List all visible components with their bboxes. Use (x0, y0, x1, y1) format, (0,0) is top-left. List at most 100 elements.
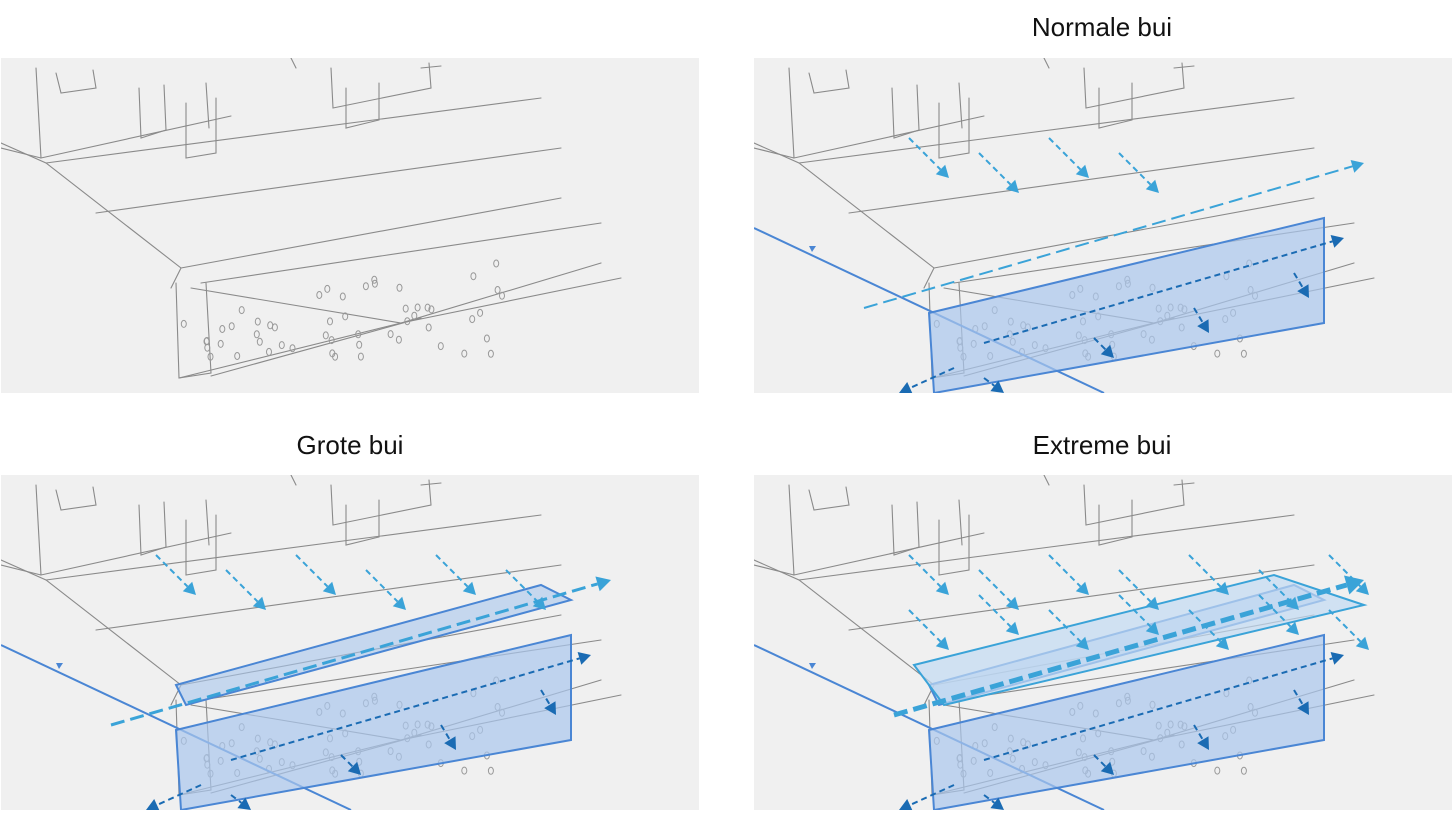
runoff-arrow-4 (365, 569, 399, 603)
panel-drawing (754, 475, 1375, 810)
runoff-arrow-12 (1188, 609, 1222, 643)
runoff-arrow-7-head (1355, 581, 1369, 595)
runoff-arrow-14-head (1355, 636, 1369, 650)
runoff-arrow-4 (1118, 569, 1152, 603)
runoff-arrow-8 (908, 609, 942, 643)
flow-arrow-gutter (983, 240, 1333, 344)
water-level-marker (56, 663, 63, 669)
infiltration-arrow-3-head (444, 736, 456, 750)
street-water-layer (174, 583, 574, 707)
surface-flow-arrow-head (1350, 160, 1364, 173)
runoff-arrow-13-head (1285, 621, 1299, 635)
runoff-arrow-2 (978, 152, 1012, 186)
title-extreme-rain: Extreme bui (1032, 430, 1172, 460)
runoff-arrow-6-head (532, 596, 546, 610)
infiltration-arrow-3 (440, 724, 451, 741)
infiltration-arrow-3 (1193, 724, 1204, 741)
flow-arrow-gutter (230, 657, 580, 761)
infiltration-arrow-4-head (1297, 701, 1309, 715)
flow-arrow-gutter-head (577, 652, 591, 665)
infiltration-arrow-4 (1293, 272, 1304, 289)
infiltration-arrow-1 (230, 794, 242, 804)
infiltration-arrow-2-head (347, 761, 361, 775)
infiltration-arrow-2-head (1100, 761, 1114, 775)
infiltration-arrow-4-head (1297, 284, 1309, 298)
runoff-arrow-13 (1258, 594, 1292, 628)
flow-arrow-outlet-head (146, 799, 160, 810)
infiltration-arrow-1 (983, 794, 995, 804)
flow-arrow-outlet (909, 367, 955, 389)
flow-arrow-outlet-head (899, 382, 913, 393)
panel-extreme-rain (754, 475, 1452, 810)
runoff-arrow-3-head (1075, 581, 1089, 595)
runoff-arrow-5 (435, 554, 469, 588)
gutter-water (927, 633, 1325, 810)
water-overlay (754, 554, 1369, 810)
panel-drawing (754, 58, 1375, 393)
runoff-arrow-14 (1328, 609, 1362, 643)
infiltration-arrow-3-head (1197, 736, 1209, 750)
runoff-arrow-9 (978, 594, 1012, 628)
surface-flow-arrow (110, 582, 598, 727)
flow-arrow-gutter-head (1330, 235, 1344, 248)
water-overlay (754, 137, 1364, 393)
runoff-arrow-2 (225, 569, 259, 603)
runoff-arrow-3 (1048, 554, 1082, 588)
runoff-arrow-1-head (935, 164, 949, 178)
infiltration-arrow-4 (540, 689, 551, 706)
water-overlay (1, 554, 611, 810)
surface-flow-arrow-head (1344, 575, 1364, 595)
surface-flow-arrow-head (595, 576, 611, 592)
runoff-arrow-2-head (252, 596, 266, 610)
runoff-arrow-1 (908, 554, 942, 588)
runoff-arrow-3-head (322, 581, 336, 595)
runoff-arrow-4-head (1145, 179, 1159, 193)
runoff-arrow-2-head (1005, 596, 1019, 610)
runoff-arrow-1-head (935, 581, 949, 595)
street-sketch (1, 58, 622, 379)
gutter-water (927, 216, 1325, 393)
surface-flow-arrow (863, 165, 1353, 309)
flow-arrow-gutter (983, 657, 1333, 761)
runoff-arrow-6-head (1285, 596, 1299, 610)
surface-flow-arrow (893, 582, 1348, 718)
infiltration-arrow-4-head (544, 701, 556, 715)
runoff-arrow-11-head (1145, 621, 1159, 635)
runoff-arrow-4 (1118, 152, 1152, 186)
flow-arrow-outlet (909, 784, 955, 806)
infiltration-arrow-1-head (237, 797, 251, 810)
runoff-arrow-10-head (1075, 636, 1089, 650)
panel-dry-street (1, 58, 699, 393)
water-level-marker (809, 246, 816, 252)
infiltration-arrow-2-head (1100, 344, 1114, 358)
runoff-arrow-6 (505, 569, 539, 603)
panel-normal-rain (754, 58, 1452, 393)
infiltration-arrow-4 (1293, 689, 1304, 706)
flow-arrow-gutter-head (1330, 652, 1344, 665)
panel-large-rain (1, 475, 699, 810)
runoff-arrow-5-head (462, 581, 476, 595)
infiltration-arrow-1 (983, 377, 995, 387)
title-normal-rain: Normale bui (1031, 12, 1173, 42)
runoff-arrow-5-head (1215, 581, 1229, 595)
runoff-arrow-3-head (1075, 164, 1089, 178)
runoff-arrow-10 (1048, 609, 1082, 643)
runoff-arrow-1-head (182, 581, 196, 595)
runoff-arrow-1 (155, 554, 189, 588)
runoff-arrow-1 (908, 137, 942, 171)
runoff-arrow-7 (1328, 554, 1362, 588)
title-large-rain: Grote bui (296, 430, 404, 460)
infiltration-arrow-2 (1093, 754, 1107, 768)
runoff-arrow-5 (1188, 554, 1222, 588)
runoff-arrow-3 (295, 554, 329, 588)
flow-arrow-outlet-head (899, 799, 913, 810)
panel-drawing (1, 475, 622, 810)
runoff-arrow-12-head (1215, 636, 1229, 650)
infiltration-arrow-2 (1093, 337, 1107, 351)
infiltration-arrow-3-head (1197, 319, 1209, 333)
runoff-arrow-8-head (935, 636, 949, 650)
infiltration-arrow-2 (340, 754, 354, 768)
runoff-arrow-9-head (1005, 621, 1019, 635)
infiltration-arrow-1-head (990, 797, 1004, 810)
runoff-arrow-4-head (1145, 596, 1159, 610)
